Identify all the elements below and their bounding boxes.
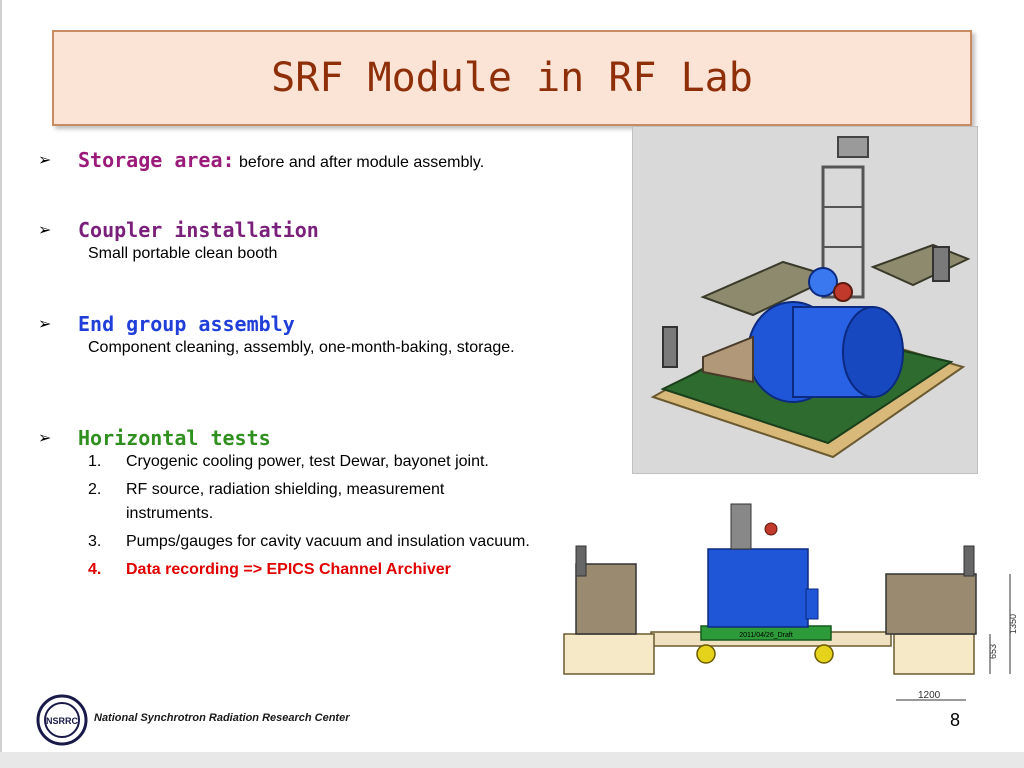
bullet-end-group-assembly: ➢ End group assembly Component cleaning,… — [38, 312, 638, 426]
left-border-rule — [0, 0, 2, 768]
bullet-heading: End group assembly — [78, 312, 295, 336]
bullet-coupler-installation: ➢ Coupler installation Small portable cl… — [38, 218, 638, 312]
arrow-bullet-icon: ➢ — [38, 316, 52, 333]
item-number: 2. — [88, 481, 102, 498]
bullet-subtext: Component cleaning, assembly, one-month-… — [88, 336, 548, 360]
page-number: 8 — [950, 710, 961, 730]
bullet-heading: Horizontal tests — [78, 426, 271, 450]
bottom-band — [0, 752, 1024, 768]
slide-title: SRF Module in RF Lab — [271, 55, 753, 101]
bullet-heading: Coupler installation — [78, 218, 319, 242]
dim-h1-label: 653 — [988, 644, 998, 659]
drawing-date-tag: 2011/04/26_Draft — [739, 632, 793, 639]
item-text: Data recording => EPICS Channel Archiver — [126, 561, 451, 578]
numbered-item: 2. RF source, radiation shielding, measu… — [38, 478, 526, 526]
arrow-bullet-icon: ➢ — [38, 430, 52, 447]
module-elevation-drawing: 2011/04/26_Draft 1200 653 1350 — [556, 494, 1024, 716]
dim-h2-label: 1350 — [1008, 614, 1018, 634]
item-text: Pumps/gauges for cavity vacuum and insul… — [126, 533, 530, 550]
elevation-drawing-illustration: 2011/04/26_Draft 1200 653 1350 — [563, 503, 1018, 701]
nsrrc-logo: NSRRC — [36, 694, 88, 746]
item-number: 4. — [88, 561, 102, 578]
bullet-inline-text: before and after module assembly. — [239, 154, 485, 171]
title-box: SRF Module in RF Lab — [52, 30, 972, 126]
arrow-bullet-icon: ➢ — [38, 152, 52, 169]
organization-name: National Synchrotron Radiation Research … — [94, 712, 350, 724]
arrow-bullet-icon: ➢ — [38, 222, 52, 239]
module-3d-rendering — [632, 126, 978, 474]
bullet-horizontal-tests: ➢ Horizontal tests 1. Cryogenic cooling … — [38, 426, 638, 582]
bullet-heading: Storage area: — [78, 148, 235, 172]
numbered-item: 1. Cryogenic cooling power, test Dewar, … — [38, 450, 578, 474]
item-number: 3. — [88, 533, 102, 550]
bullet-subtext: Small portable clean booth — [88, 245, 278, 262]
item-number: 1. — [88, 453, 102, 470]
bullet-list: ➢ Storage area: before and after module … — [38, 148, 638, 582]
logo-text: NSRRC — [46, 716, 79, 726]
dim-width-label: 1200 — [918, 690, 941, 701]
item-text: RF source, radiation shielding, measurem… — [126, 481, 445, 522]
numbered-item: 3. Pumps/gauges for cavity vacuum and in… — [38, 530, 556, 554]
bullet-subtext-line: Component cleaning, assembly, one-month-… — [88, 339, 515, 356]
bullet-storage-area: ➢ Storage area: before and after module … — [38, 148, 638, 218]
numbered-item-highlighted: 4. Data recording => EPICS Channel Archi… — [38, 558, 578, 582]
item-text: Cryogenic cooling power, test Dewar, bay… — [126, 453, 489, 470]
module-3d-illustration — [650, 136, 971, 459]
